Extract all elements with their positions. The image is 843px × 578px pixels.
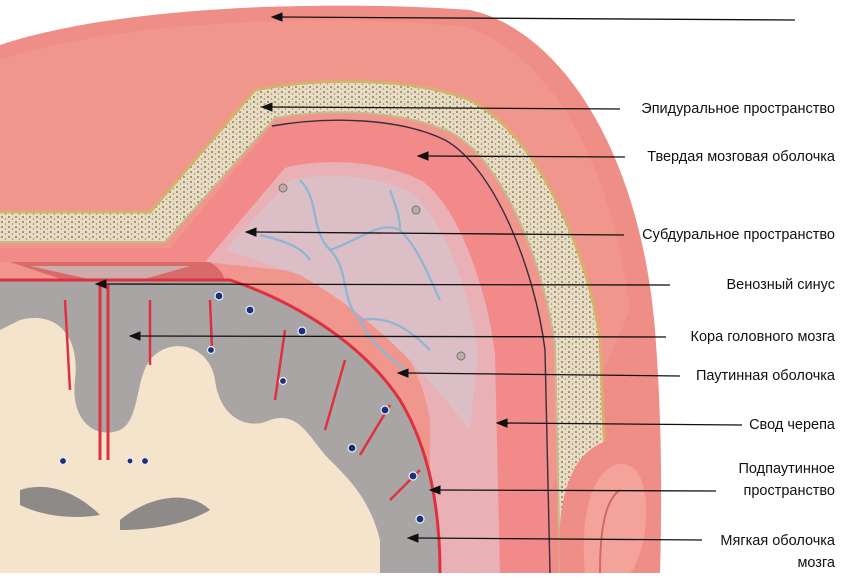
label-subdural-space: Субдуральное пространство bbox=[642, 225, 835, 245]
label-subarachnoid-line2: пространство bbox=[743, 481, 835, 501]
label-cerebral-cortex: Кора головного мозга bbox=[691, 327, 835, 347]
label-pia-mater-line2: мозга bbox=[797, 553, 835, 573]
label-subarachnoid-line1: Подпаутинное bbox=[738, 459, 835, 479]
label-venous-sinus: Венозный синус bbox=[726, 275, 835, 295]
label-pia-mater-line1: Мягкая оболочка bbox=[720, 531, 835, 551]
label-skull-vault: Свод черепа bbox=[749, 415, 835, 435]
label-epidural-space: Эпидуральное пространство bbox=[641, 99, 835, 119]
label-arachnoid-mater: Паутинная оболочка bbox=[696, 366, 835, 386]
label-dura-mater: Твердая мозговая оболочка bbox=[647, 147, 835, 167]
